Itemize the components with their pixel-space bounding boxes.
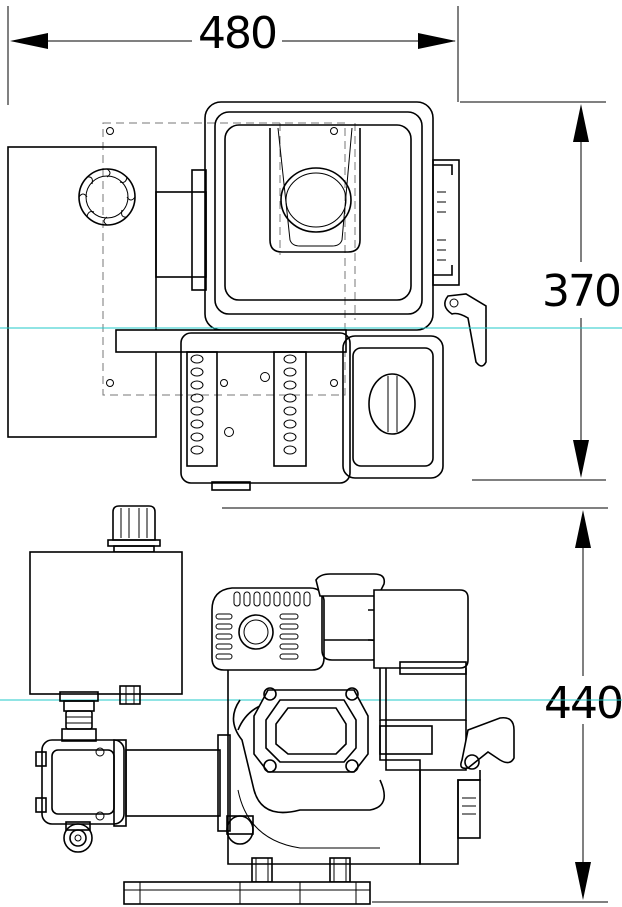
dimension-height-side: 440 [222,507,622,903]
top-view [7,101,487,491]
drain-valve-icon [63,823,93,853]
fan-hub-icon [238,614,274,650]
side-view [29,505,515,905]
muffler-cap [315,573,386,597]
air-cleaner [373,589,469,669]
dimension-label-height-top: 370 [542,266,620,317]
dimension-label-width: 480 [198,8,276,59]
throttle-lever [460,716,515,770]
filler-cap-icon [78,168,136,226]
recoil-starter-housing [342,335,444,479]
hydraulic-tank [29,551,183,695]
cooling-fins-right [283,354,297,455]
starter-knob-icon [368,373,416,435]
dimension-height-top: 370 [460,101,622,481]
intake-icon [280,167,352,233]
oil-tank [7,146,157,438]
dimension-width: 480 [7,6,459,105]
cooling-fins-left [190,354,204,455]
control-lever [444,293,487,367]
cowl-vents [215,591,311,660]
mounting-plate-hidden [102,122,346,396]
base-plate [123,881,371,905]
tank-cap-icon [107,505,161,553]
arrowhead-left [10,33,48,49]
arrowhead-right [418,33,456,49]
hydraulic-pump [41,739,125,825]
dimension-label-height-side: 440 [544,678,622,729]
engine-housing [204,101,434,331]
air-filter-cover [224,124,412,301]
